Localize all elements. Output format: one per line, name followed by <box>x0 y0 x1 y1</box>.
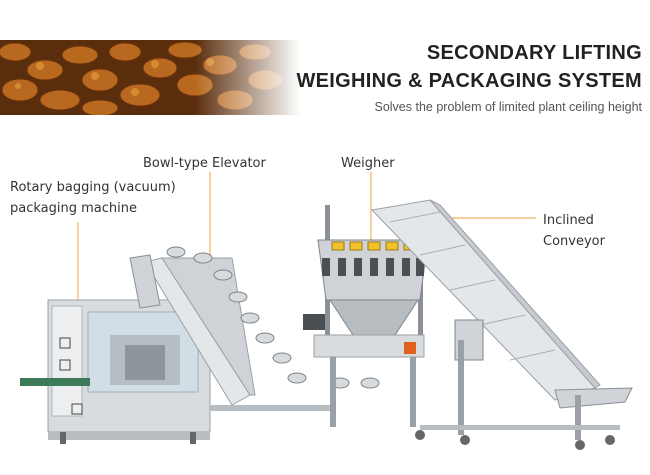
food-photo <box>0 40 300 115</box>
callout-bowl-elevator: Bowl-type Elevator <box>143 156 266 171</box>
callout-inclined-line2: Conveyor <box>543 234 605 249</box>
machine-illustration <box>20 172 633 450</box>
callout-weigher: Weigher <box>341 156 395 171</box>
callout-rotary-line2: packaging machine <box>10 201 137 216</box>
rotary-bagging-machine <box>20 299 211 444</box>
page-title-line2: WEIGHING & PACKAGING SYSTEM <box>296 70 642 92</box>
multihead-weigher <box>303 205 429 427</box>
callout-rotary-bagging: Rotary bagging (vacuum) packaging machin… <box>10 177 176 219</box>
callout-rotary-line1: Rotary bagging (vacuum) <box>10 180 176 195</box>
bowl-elevator <box>129 246 380 411</box>
page-title-line1: SECONDARY LIFTING <box>426 42 642 64</box>
callout-inclined-conveyor: Inclined Conveyor <box>543 210 605 252</box>
snack-image-icon <box>0 40 300 115</box>
header-banner: SECONDARY LIFTING WEIGHING & PACKAGING S… <box>0 0 650 118</box>
page-subtitle: Solves the problem of limited plant ceil… <box>374 100 642 114</box>
callout-inclined-line1: Inclined <box>543 213 594 228</box>
inclined-conveyor <box>370 199 633 450</box>
